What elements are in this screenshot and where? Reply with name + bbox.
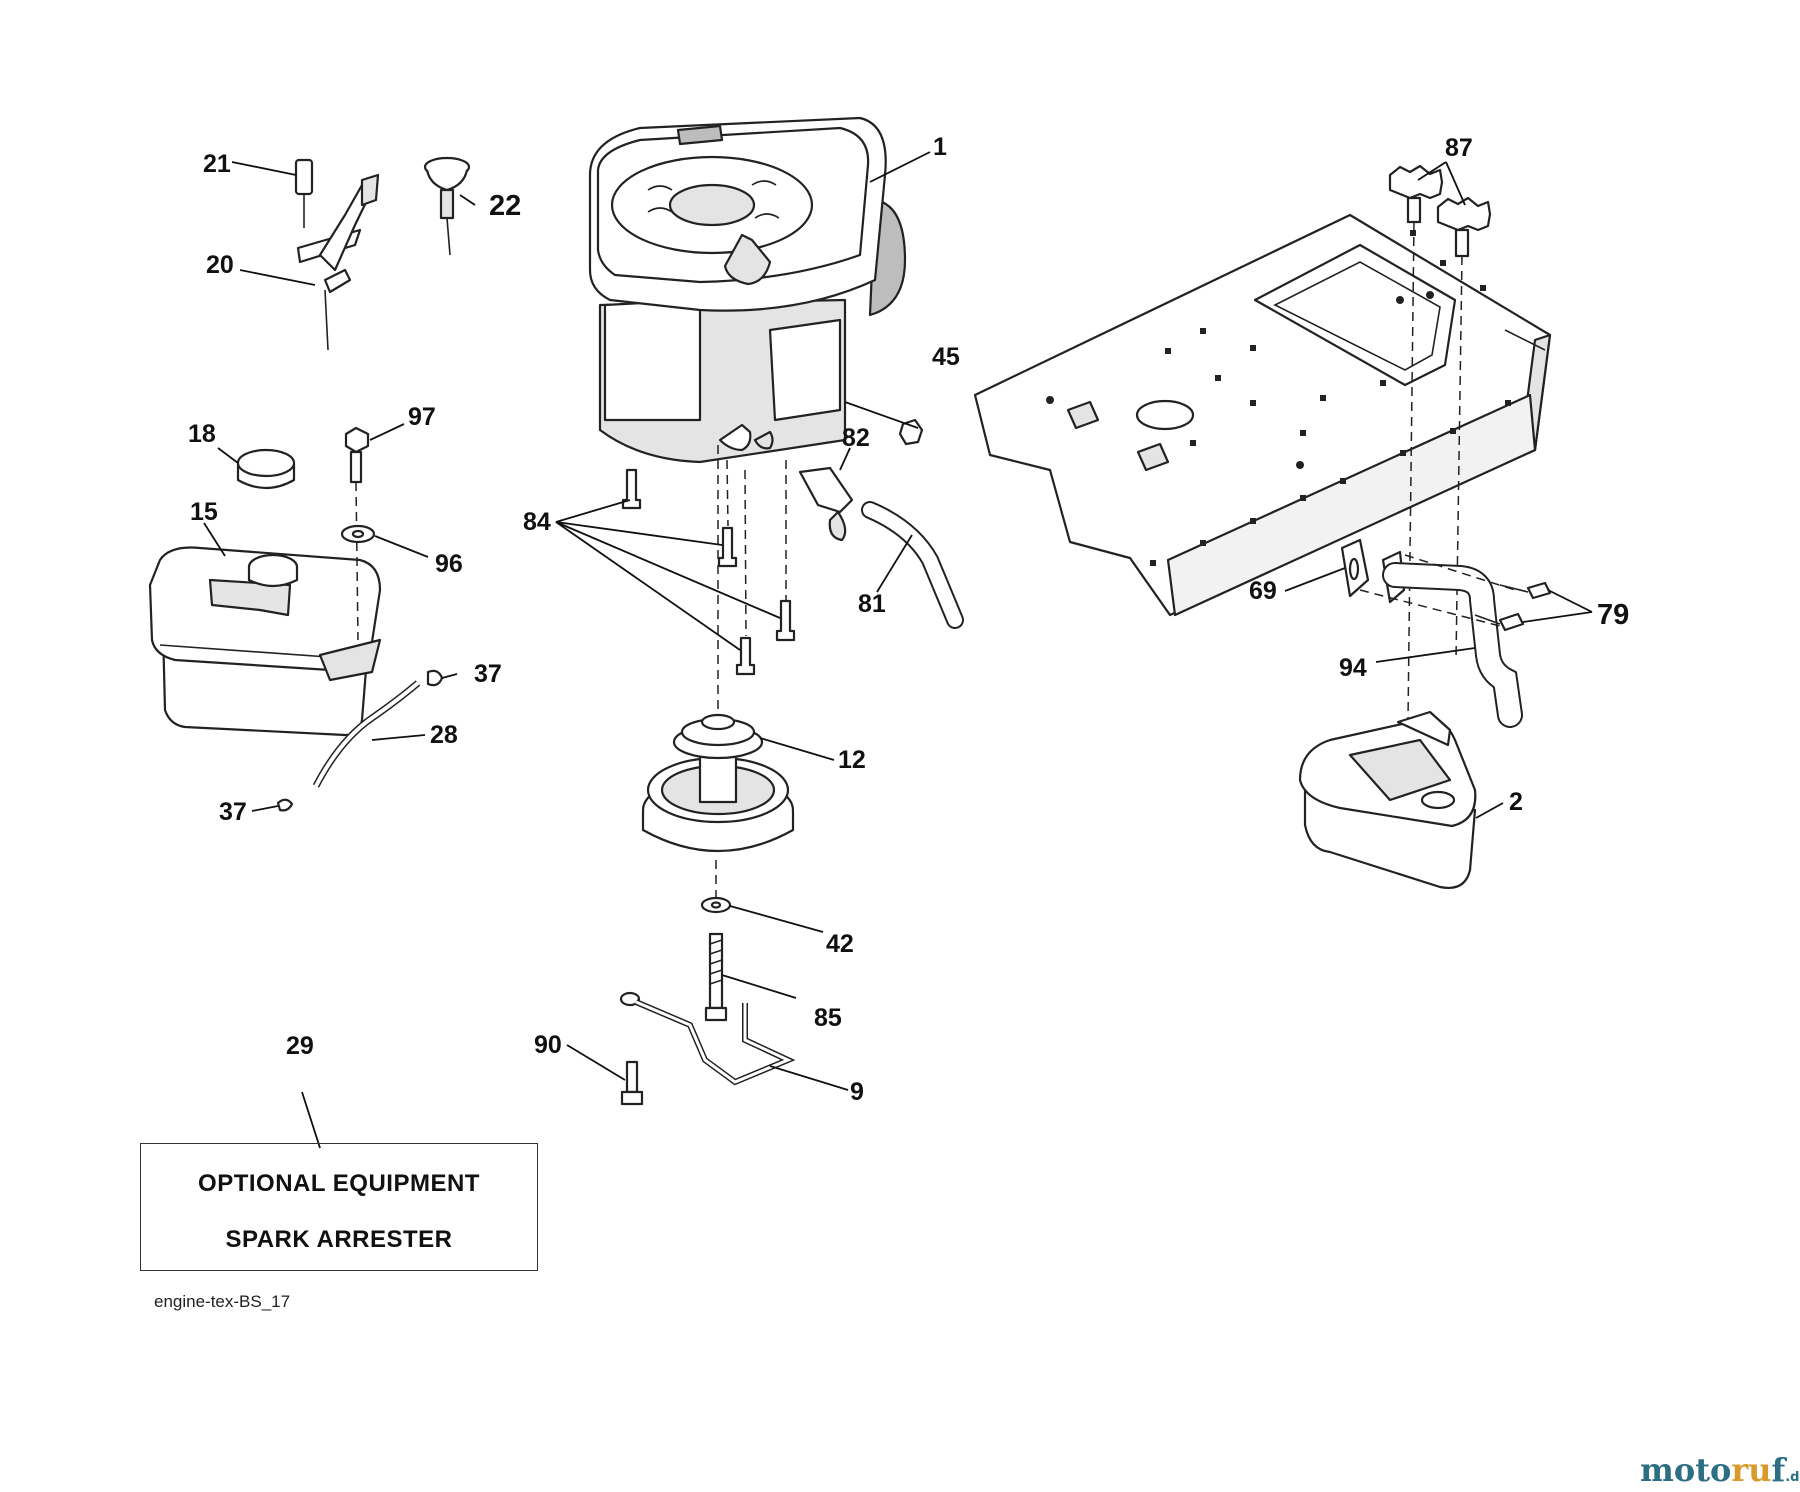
hose-part [861,501,964,629]
chassis-part [973,213,1552,617]
bolt-part [620,1060,644,1106]
pulley-part [641,713,795,852]
label-94: 94 [1339,654,1367,682]
fuel-tank-part [148,546,382,737]
label-37-bottom: 37 [219,798,247,826]
label-79: 79 [1597,599,1629,631]
label-1: 1 [933,133,947,161]
knob-part [423,156,471,256]
diagram-code: engine-tex-BS_17 [154,1292,291,1311]
screw-part [294,158,314,228]
label-96: 96 [435,550,463,578]
label-15: 15 [190,498,218,526]
gasket-part [1340,538,1370,598]
label-45: 45 [932,343,960,371]
throttle-control-part [296,173,380,351]
label-28: 28 [430,721,458,749]
bolt-part [1474,581,1552,632]
label-18: 18 [188,420,216,448]
watermark-part2: ru [1731,1451,1772,1489]
washer-part [700,896,732,914]
label-69: 69 [1249,577,1277,605]
label-90: 90 [534,1031,562,1059]
bolt-part [1388,164,1492,258]
label-20: 20 [206,251,234,279]
watermark-part1: moto [1640,1451,1732,1489]
label-37-top: 37 [474,660,502,688]
label-42: 42 [826,930,854,958]
nut-part [898,418,924,446]
muffler-part [1298,710,1477,889]
label-22: 22 [489,190,521,222]
label-81: 81 [858,590,886,618]
label-2: 2 [1509,788,1523,816]
fitting-part [798,466,854,542]
label-85: 85 [814,1004,842,1032]
part-labels: 1 2 9 12 15 18 20 21 22 28 29 37 37 42 4… [188,133,1629,1106]
label-97: 97 [408,403,436,431]
engine-part [588,116,907,464]
label-12: 12 [838,746,866,774]
optional-equipment-title: OPTIONAL EQUIPMENT [198,1170,480,1197]
leader-lines [203,151,1593,1149]
spark-arrester-label: SPARK ARRESTER [225,1226,453,1253]
label-21: 21 [203,150,231,178]
bolt-part [621,468,796,676]
label-82: 82 [842,424,870,452]
label-87: 87 [1445,134,1473,162]
watermark-logo: motoruf.de [1640,1451,1800,1489]
label-84: 84 [523,508,551,536]
fuel-cap-part [236,448,296,490]
optional-equipment-box: OPTIONAL EQUIPMENT SPARK ARRESTER [140,1143,538,1271]
exhaust-pipe-part [1381,550,1523,728]
watermark-part3: f [1771,1451,1786,1489]
fuel-line-part [312,680,421,788]
clamp-part [276,669,444,812]
label-29: 29 [286,1032,314,1060]
bracket-part [619,991,796,1086]
bolt-part [344,426,370,484]
watermark-tld: .de [1785,1470,1800,1485]
label-9: 9 [850,1078,864,1106]
washer-part [340,524,376,544]
bolt-part [704,932,728,1022]
